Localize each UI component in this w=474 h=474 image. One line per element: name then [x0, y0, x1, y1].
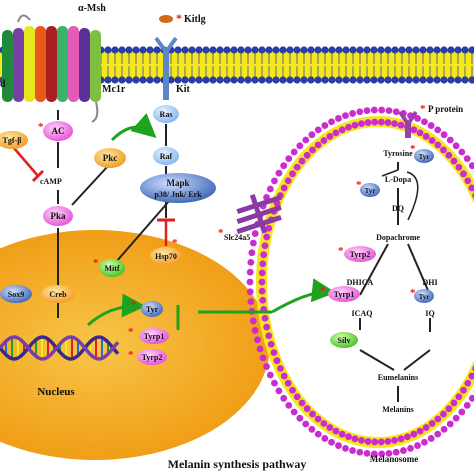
- mel-tyrp1-label: Tyrp1: [334, 290, 355, 299]
- eumelanins-label: Eumelanins: [378, 373, 418, 382]
- ras-label: Ras: [160, 110, 173, 119]
- tgf-node: [0, 131, 28, 149]
- p-protein-receptor: [398, 110, 418, 138]
- mc1r-label: Mc1r: [102, 84, 126, 95]
- mel-tyr-c-node: [414, 289, 434, 303]
- pathway-arrows: [13, 113, 419, 330]
- slc24a5-label: Slc24a5: [224, 233, 250, 242]
- labels: α-Msh * Kitlg d Mc1r Kit Tgf-β * AC cAMP…: [0, 3, 463, 471]
- slc24a5-transporter: [236, 194, 282, 234]
- raf-label: Raf: [160, 152, 173, 161]
- pka-node: [43, 206, 73, 226]
- ac-node: [43, 121, 73, 141]
- dopachrome-label: Dopachrome: [376, 233, 420, 242]
- nuc-tyrp1-star: *: [128, 326, 134, 338]
- camp-label: cAMP: [40, 177, 62, 186]
- dhi-label: DHI: [422, 278, 437, 287]
- nuc-tyr-label: Tyr: [146, 305, 159, 314]
- kitlg-label: Kitlg: [184, 14, 206, 25]
- hsp70-node: [150, 247, 182, 265]
- dna-helix: [0, 335, 120, 361]
- melanosome-label: Melanosome: [370, 454, 419, 464]
- cut-label: d: [0, 79, 6, 90]
- icaq-label: ICAQ: [352, 309, 373, 318]
- ldopa-label: L-Dopa: [385, 175, 411, 184]
- pkc-node: [94, 148, 126, 168]
- kitlg-star: *: [176, 11, 182, 25]
- p-protein-star: *: [420, 103, 426, 115]
- silv-label: Silv: [338, 336, 351, 345]
- kitlg-ligand: [159, 15, 173, 23]
- tyr-a-label: Tyr: [365, 187, 376, 195]
- cell-membrane: [0, 46, 474, 84]
- kit-label: Kit: [176, 84, 191, 95]
- tyr-b-label: Tyr: [419, 153, 430, 161]
- nuc-tyr-node: [141, 301, 163, 317]
- raf-node: [153, 147, 179, 165]
- dq-label: DQ: [392, 204, 404, 213]
- tyrosine-label: Tyrosine: [383, 149, 413, 158]
- mel-tyrp2-label: Tyrp2: [350, 250, 371, 259]
- slc-star: *: [218, 227, 224, 239]
- mitf-label: Mitf: [104, 264, 119, 273]
- pkc-label: Pkc: [103, 153, 118, 163]
- mapk-sub-label: p38/ Jnk/ Erk: [154, 190, 202, 199]
- tyr-c-star: *: [410, 287, 416, 299]
- nuc-tyrp2-node: [137, 349, 167, 365]
- tyrp2-star: *: [338, 245, 344, 257]
- mc1r-receptor: [2, 14, 101, 123]
- hsp70-star: *: [172, 237, 178, 249]
- tyrp1-star: *: [320, 285, 326, 297]
- p-protein-label: P protein: [428, 104, 463, 114]
- mitf-star: *: [93, 257, 99, 269]
- melanosome: [246, 106, 474, 458]
- pathway-edges: [57, 110, 431, 402]
- sox-node: [0, 285, 32, 303]
- creb-label: Creb: [49, 290, 67, 299]
- iq-label: IQ: [425, 309, 434, 318]
- mapk-node: [140, 173, 216, 203]
- mel-tyr-b-node: [414, 149, 434, 163]
- sox-label: Sox9: [8, 290, 24, 299]
- mel-tyr-a-node: [360, 183, 380, 197]
- ac-label: AC: [52, 126, 65, 136]
- melanins-label: Melanins: [382, 405, 414, 414]
- silv-node: [330, 332, 358, 348]
- nuc-tyrp2-star: *: [128, 349, 134, 361]
- nuc-tyrp1-label: Tyrp1: [144, 332, 165, 341]
- nucleus: [0, 230, 270, 460]
- mapk-label: Mapk: [166, 178, 189, 188]
- nuc-tyrp2-label: Tyrp2: [142, 353, 163, 362]
- nucleus-label: Nucleus: [37, 386, 75, 398]
- pka-label: Pka: [50, 211, 66, 221]
- tyr-a-star: *: [356, 179, 362, 191]
- ras-node: [153, 105, 179, 123]
- nuc-tyr-star: *: [131, 299, 137, 311]
- nuc-tyrp1-node: [139, 328, 169, 344]
- ac-star: *: [38, 121, 44, 133]
- alpha-msh-label: α-Msh: [78, 3, 106, 14]
- kit-receptor: [154, 36, 178, 100]
- mel-tyrp1-node: [328, 286, 360, 302]
- creb-node: [41, 285, 75, 303]
- tyr-c-label: Tyr: [419, 293, 430, 301]
- hsp70-label: Hsp70: [155, 252, 177, 261]
- mel-tyrp2-node: [344, 246, 376, 262]
- mitf-node: [99, 259, 125, 277]
- tyr-b-star: *: [410, 143, 416, 155]
- tgf-label: Tgf-β: [3, 136, 22, 145]
- figure-title: Melanin synthesis pathway: [168, 457, 307, 471]
- dhica-label: DHICA: [347, 278, 374, 287]
